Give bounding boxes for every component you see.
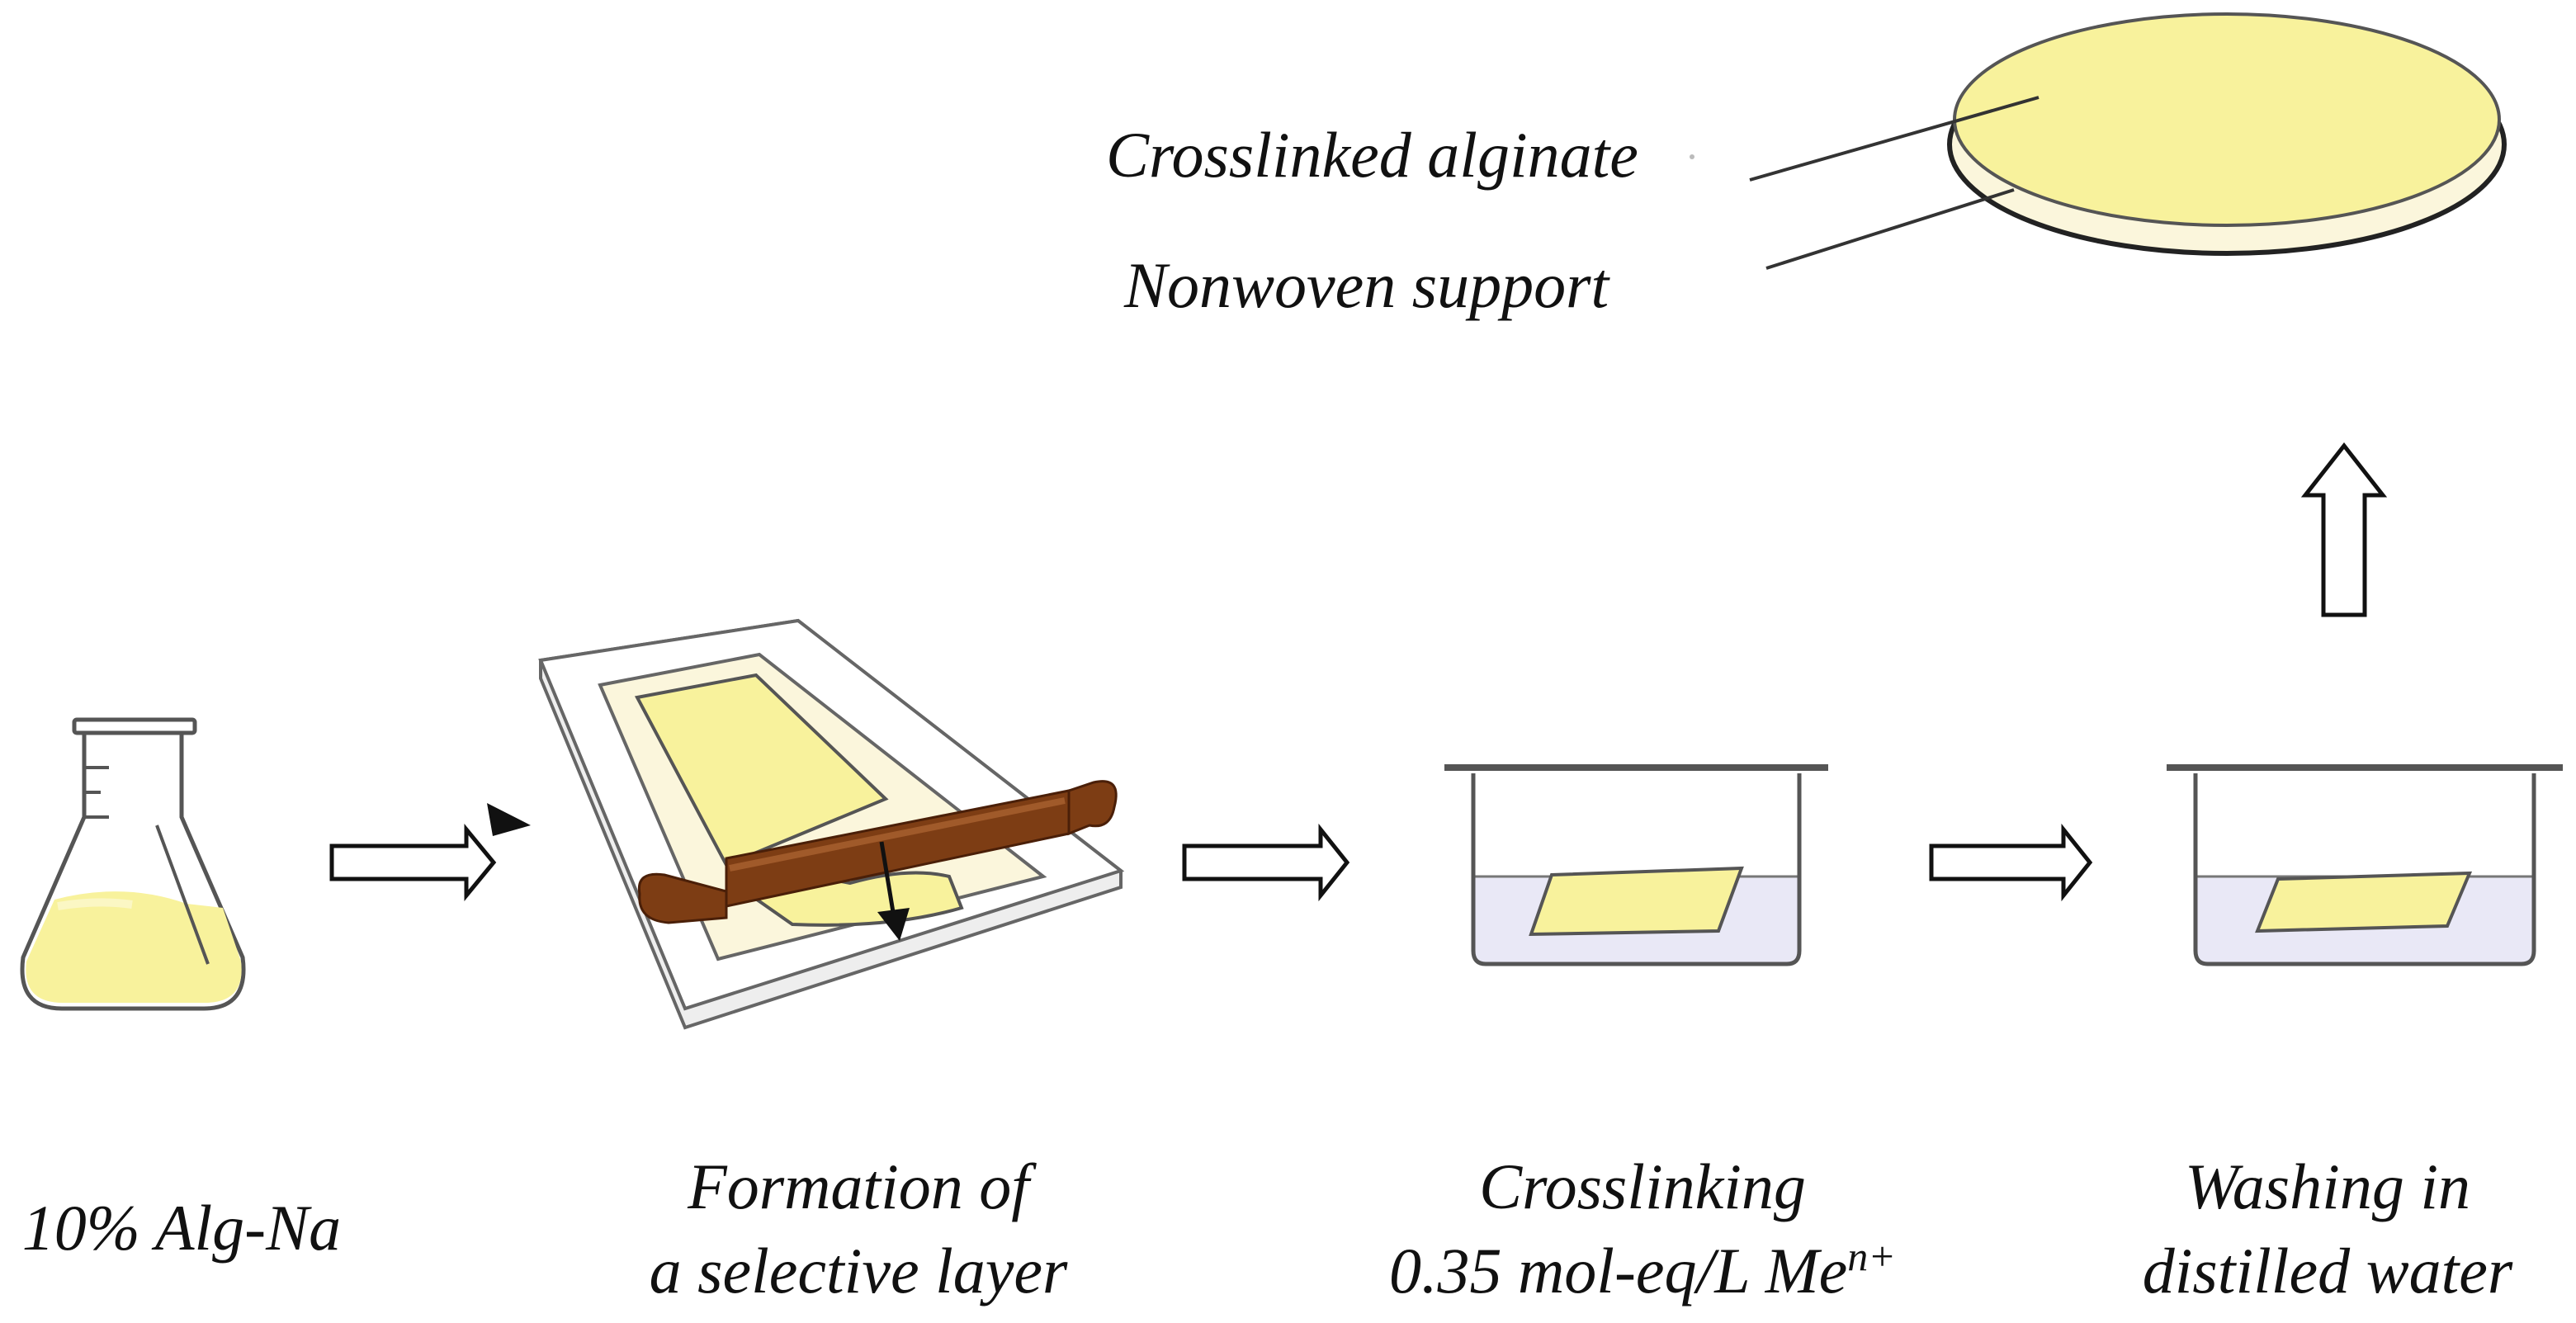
washing-bath-icon: [2167, 764, 2563, 966]
crosslinked-alginate-layer: [1953, 12, 2501, 227]
nonwoven-support-label: Nonwoven support: [1124, 249, 1609, 321]
marker-triangle: [487, 803, 531, 836]
step-formation-line2: a selective layer: [649, 1235, 1068, 1306]
step-crosslinking-line1: Crosslinking: [1479, 1151, 1806, 1222]
step-formation-line1: Formation of: [688, 1151, 1029, 1222]
right-arrow-icon: [329, 824, 497, 901]
crosslinking-bath-icon: [1444, 764, 1828, 966]
erlenmeyer-flask-icon: [20, 717, 246, 1011]
step-alg-na-label: 10% Alg-Na: [21, 1192, 342, 1264]
membrane-disc-icon: [1947, 12, 2507, 256]
up-arrow-icon: [2300, 442, 2388, 617]
crosslinking-concentration: 0.35 mol-eq/L Me: [1388, 1235, 1848, 1306]
nonwoven-leader-line: [1765, 188, 2015, 270]
crosslinked-alginate-label: Crosslinked alginate: [1106, 119, 1638, 191]
step-washing-line2: distilled water: [2142, 1235, 2513, 1306]
speck: [1690, 154, 1694, 159]
right-arrow-icon: [1929, 823, 2093, 902]
rolling-pin-casting-icon: [538, 618, 1125, 1030]
step-washing-line1: Washing in: [2184, 1151, 2470, 1222]
step-crosslinking-line2: 0.35 mol-eq/L Men+: [1354, 1231, 1931, 1311]
crosslinked-leader-line: [1749, 96, 2040, 182]
right-arrow-icon: [1182, 823, 1350, 902]
ion-charge-superscript: n+: [1847, 1233, 1897, 1279]
